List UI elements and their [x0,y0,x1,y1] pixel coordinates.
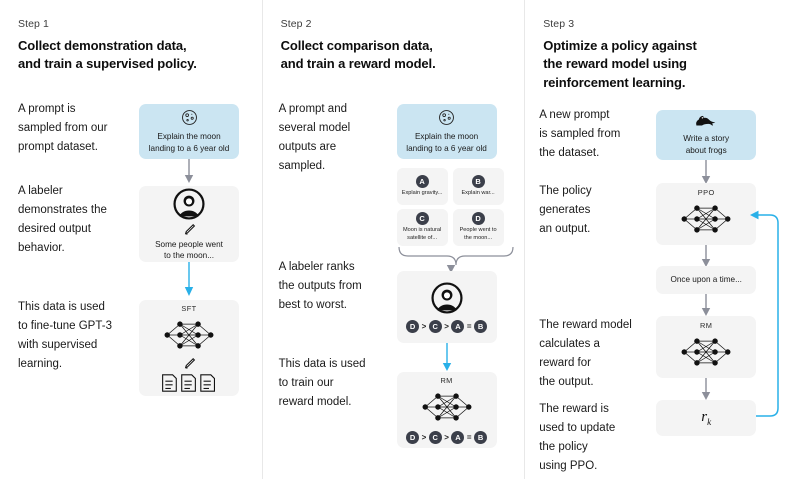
output-option-d[interactable]: D People went to the moon... [452,209,504,246]
rank-operator-2: > [444,322,449,331]
rank-badge-4: B [474,431,488,444]
reward-formula: rk [701,409,711,427]
sft-model-node[interactable]: SFT [139,300,239,396]
step-1-text-3: This data is used to fine-tune GPT-3 wit… [18,301,112,370]
arrow-outputs-to-ranker [397,246,514,273]
moon-icon [181,109,198,126]
step-1-title: Collect demonstration data, and train a … [18,38,197,72]
output-option-c[interactable]: C Moon is natural satellite of... [396,209,448,246]
new-prompt-caption: Write a story about frogs [683,134,730,155]
step-3-text-4: The reward is used to update the policy … [539,403,616,472]
option-text-a: Explain gravity... [401,190,443,197]
pencil-icon [183,223,196,236]
step-3-label: Step 3 [543,18,575,30]
step-2-flow: A prompt and several model outputs are s… [263,0,525,479]
output-option-a[interactable]: A Explain gravity... [396,168,448,205]
labeler-icon [172,187,206,221]
rm-model-node[interactable]: RM [656,316,757,378]
step-1-label: Step 1 [18,18,49,30]
neural-net-icon [160,314,218,356]
ranking-node[interactable]: D > C > A = B [396,271,497,343]
rank-operator-3: = [466,433,472,442]
rm-model-node[interactable]: RM [396,372,497,448]
output-node[interactable]: Once upon a time... [656,266,757,294]
step-3-title: Optimize a policy against the reward mod… [543,38,697,90]
rank-badge-2: C [428,431,442,444]
moon-icon [438,109,455,126]
arrow-output-to-rm [701,294,711,316]
labeler-node[interactable]: Some people went to the moon... [139,186,239,262]
step-1-text-2: A labeler demonstrates the desired outpu… [18,185,107,254]
step-1-text-1: A prompt is sampled from our prompt data… [18,103,108,153]
new-prompt-node[interactable]: Write a story about frogs [656,110,757,160]
prompt-node-caption: Explain the moon landing to a 6 year old [148,132,230,153]
sft-model-tag: SFT [181,303,197,313]
documents-icon [160,373,218,393]
prompt-node-caption: Explain the moon landing to a 6 year old [406,132,487,153]
rm-model-tag: RM [440,376,453,385]
step-2-text-1: A prompt and several model outputs are s… [278,103,351,172]
ranking-row: D > C > A = B [406,320,488,333]
neural-net-icon [418,386,476,428]
reward-symbol: r [701,409,708,425]
option-badge-d: D [471,212,485,226]
rank-operator-1: > [421,322,427,331]
neural-net-icon [677,198,735,240]
rank-badge-3: A [451,431,465,444]
rank-badge-1: D [406,320,420,333]
option-badge-b: B [471,175,485,189]
arrow-ranking-to-rm [442,343,451,371]
labeler-node-caption: Some people went to the moon... [155,239,223,260]
rank-badge-1: D [406,431,420,444]
step-3-text-2: The policy generates an output. [539,185,592,235]
arrow-rm-to-reward [701,378,711,400]
option-text-d: People went to the moon... [459,227,497,241]
ppo-model-node[interactable]: PPO [656,183,757,245]
step-1-column: Step 1 Collect demonstration data, and t… [0,0,263,479]
option-badge-c: C [415,212,429,226]
arrow-labeler-to-sft [184,262,194,296]
rank-badge-4: B [474,320,488,333]
step-2-text-2: A labeler ranks the outputs from best to… [278,261,362,311]
rank-badge-3: A [451,320,465,333]
step-3-flow: A new prompt is sampled from the dataset… [525,0,788,479]
step-3-text-3: The reward model calculates a reward for… [539,319,632,388]
rank-operator-1: > [421,433,427,442]
reward-subscript: k [707,417,712,427]
output-option-b[interactable]: B Explain war... [452,168,504,205]
option-text-c: Moon is natural satellite of... [402,227,442,241]
step-1-flow: A prompt is sampled from our prompt data… [0,0,262,479]
labeler-icon [430,281,464,315]
frog-icon [694,114,718,129]
step-2-text-3: This data is used to train our reward mo… [278,358,366,408]
step-2-label: Step 2 [280,18,312,30]
rank-operator-2: > [444,433,449,442]
step-3-column: Step 3 Optimize a policy against the rew… [525,0,788,479]
reward-node[interactable]: rk [656,400,757,436]
ppo-model-tag: PPO [697,188,715,197]
neural-net-icon [677,331,735,373]
prompt-node[interactable]: Explain the moon landing to a 6 year old [396,104,497,159]
arrow-prompt-to-labeler [184,159,194,183]
prompt-node[interactable]: Explain the moon landing to a 6 year old [139,104,239,159]
rank-operator-3: = [466,322,472,331]
option-text-b: Explain war... [461,190,495,197]
output-node-caption: Once upon a time... [670,275,742,285]
pencil-icon [183,357,196,370]
step-3-text-1: A new prompt is sampled from the dataset… [539,109,621,159]
ranking-row: D > C > A = B [406,431,488,444]
step-2-column: Step 2 Collect comparison data, and trai… [263,0,526,479]
rm-model-tag: RM [700,321,713,330]
rank-badge-2: C [428,320,442,333]
step-2-title: Collect comparison data, and train a rew… [280,38,436,72]
option-badge-a: A [415,175,429,189]
